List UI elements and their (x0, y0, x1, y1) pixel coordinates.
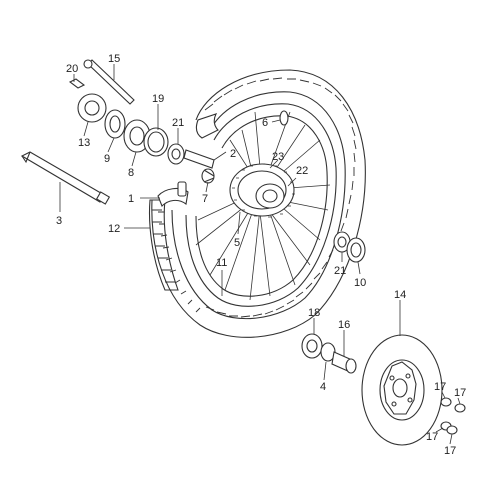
callout-18: 18 (308, 307, 320, 319)
callout-21-lower: 21 (334, 265, 346, 277)
callout-13: 13 (78, 137, 90, 149)
hub (229, 163, 295, 218)
bearing-21-left (167, 143, 185, 165)
callout-5: 5 (234, 237, 240, 249)
callout-19: 19 (152, 93, 164, 105)
bearing-18 (301, 333, 323, 359)
tube-valve-1 (157, 181, 189, 207)
callout-20: 20 (66, 63, 78, 75)
tire-section-12 (148, 199, 179, 291)
seal-10 (346, 237, 366, 263)
callout-12: 12 (108, 223, 120, 235)
callout-3: 3 (56, 215, 62, 227)
callout-17-b: 17 (454, 387, 466, 399)
callout-21-upper: 21 (172, 117, 184, 129)
bolt-15 (83, 59, 135, 105)
callout-15: 15 (108, 53, 120, 65)
spacer-16 (331, 351, 357, 374)
callout-17-c: 17 (426, 431, 438, 443)
callout-2: 2 (230, 148, 236, 160)
callout-22: 22 (296, 165, 308, 177)
rim-strip-left (195, 113, 219, 139)
spacer-2 (183, 149, 215, 169)
callouts: 20 15 19 13 9 8 21 6 2 23 22 7 1 3 12 5 … (56, 53, 466, 457)
callout-8: 8 (128, 167, 134, 179)
screw-20 (68, 78, 86, 89)
callout-17-a: 17 (434, 381, 446, 393)
brake-disc-14 (361, 334, 443, 446)
seal-9 (104, 109, 126, 139)
retainer-19 (143, 127, 169, 157)
callout-6: 6 (262, 117, 268, 129)
callout-14: 14 (394, 289, 406, 301)
distance-collar-7 (201, 168, 215, 184)
callout-23: 23 (272, 151, 284, 163)
spoke-6 (279, 110, 289, 126)
leader-lines (59, 64, 461, 445)
callout-10: 10 (354, 277, 366, 289)
callout-17-d: 17 (444, 445, 456, 457)
axle-3 (20, 151, 111, 205)
callout-1: 1 (128, 193, 134, 205)
rim (185, 103, 337, 307)
callout-16: 16 (338, 319, 350, 331)
nut-17-group (440, 397, 466, 435)
callout-4: 4 (320, 381, 326, 393)
collar-13 (77, 93, 107, 123)
callout-9: 9 (104, 153, 110, 165)
callout-7: 7 (202, 193, 208, 205)
callout-11: 11 (216, 257, 227, 269)
